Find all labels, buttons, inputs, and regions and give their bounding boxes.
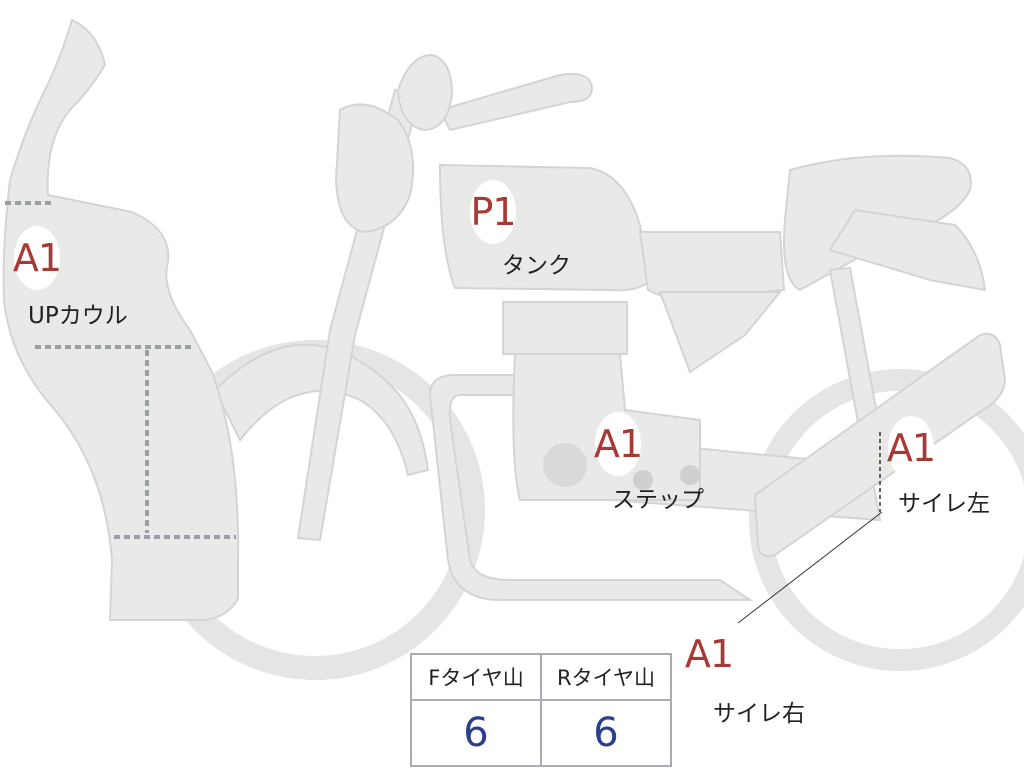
- footpeg-1: [633, 470, 653, 490]
- rear-cowl: [828, 208, 987, 292]
- value-rear-tire: 6: [540, 699, 672, 767]
- rear-shock: [828, 266, 882, 435]
- upper-cowl: [2, 18, 240, 621]
- value-front-tire: 6: [410, 699, 542, 767]
- mirror: [396, 53, 454, 132]
- label-tank: タンク: [502, 253, 571, 279]
- handlebar: [438, 72, 594, 132]
- frame-lower: [428, 374, 754, 601]
- header-rear-tire: Rタイヤ山: [540, 653, 672, 701]
- side-cover-lower: [658, 291, 783, 374]
- front-fender: [213, 343, 430, 477]
- side-cover: [638, 231, 786, 302]
- grade-badge-muffler-left: A1: [887, 416, 936, 480]
- muffler: [753, 332, 1007, 558]
- footpeg-2: [680, 465, 700, 485]
- header-front-tire: Fタイヤ山: [410, 653, 542, 701]
- headlight: [334, 103, 415, 234]
- grade-badge-tank: P1: [470, 180, 517, 244]
- engine-top: [502, 301, 628, 355]
- grade-badge-muffler-right: A1: [685, 622, 734, 686]
- label-muffler-left: サイレ左: [898, 491, 990, 517]
- tire-tread-table: Fタイヤ山 Rタイヤ山 6 6: [410, 653, 672, 767]
- grade-badge-step: A1: [594, 412, 643, 476]
- leader-line: [737, 511, 883, 624]
- engine-cover: [543, 443, 587, 487]
- label-upcowl: UPカウル: [28, 303, 128, 329]
- label-step: ステップ: [612, 487, 704, 513]
- label-muffler-right: サイレ右: [713, 701, 805, 727]
- grade-badge-upcowl: A1: [13, 226, 62, 290]
